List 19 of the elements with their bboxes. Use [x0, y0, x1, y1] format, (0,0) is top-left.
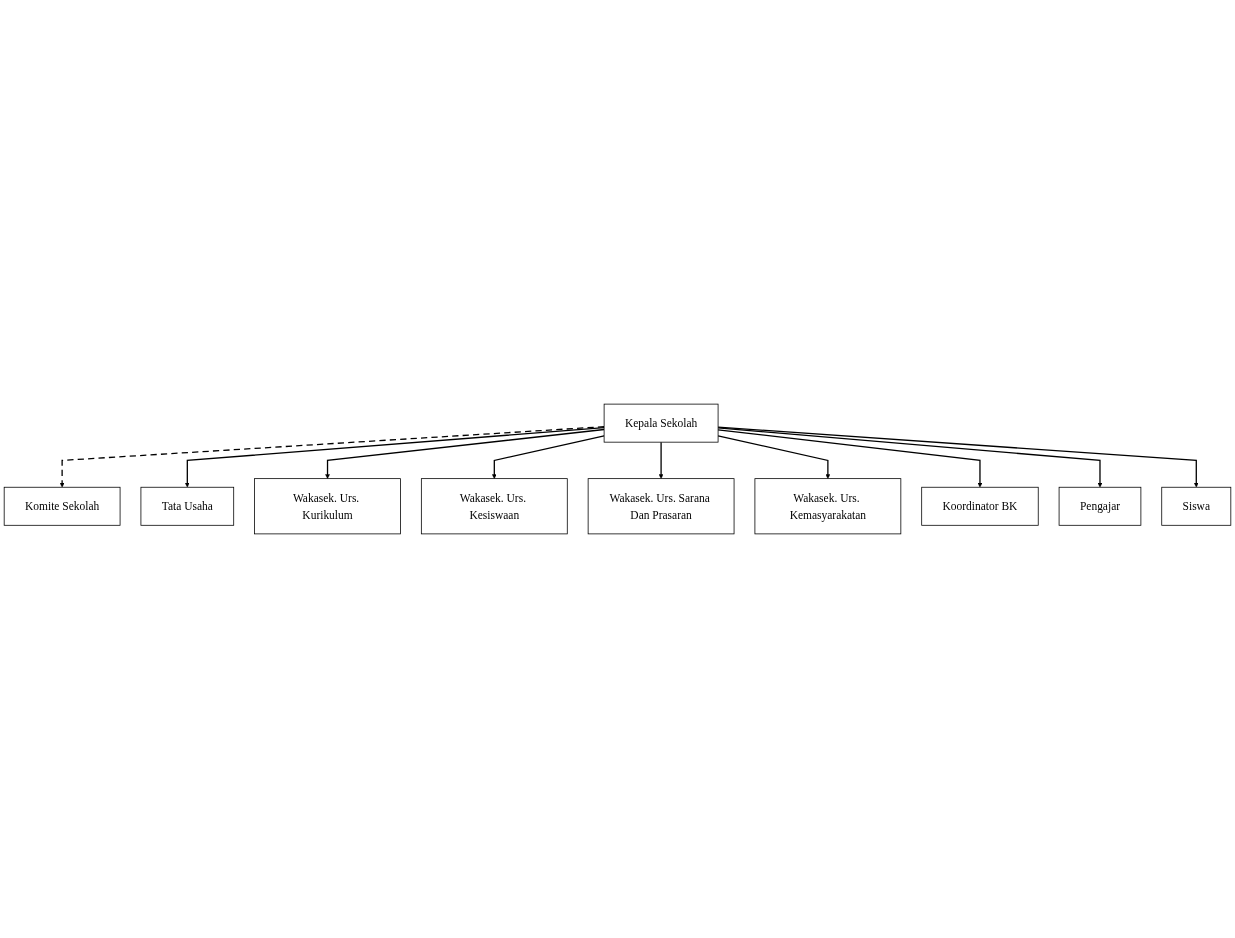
arrow: [59, 426, 605, 488]
node-box: Tata Usaha: [140, 486, 235, 526]
arrow: [492, 435, 605, 479]
arrow: [185, 426, 605, 488]
arrow: [717, 435, 831, 479]
node-box: Komite Sekolah: [3, 486, 121, 526]
node-box: Wakasek. Urs. Kesiswaan: [420, 478, 568, 535]
arrow: [658, 441, 664, 479]
arrow: [717, 426, 1199, 488]
arrow: [717, 427, 1103, 488]
node-box: Koordinator BK: [921, 486, 1039, 526]
node-box: Siswa: [1161, 486, 1232, 526]
node-box: Pengajar: [1058, 486, 1142, 526]
arrow: [325, 428, 605, 479]
node-box: Kepala Sekolah: [603, 403, 719, 443]
node-box: Wakasek. Urs. Sarana Dan Prasaran: [587, 478, 735, 535]
arrow: [717, 429, 983, 488]
node-box: Wakasek. Urs. Kemasyarakatan: [754, 478, 902, 535]
node-box: Wakasek. Urs. Kurikulum: [254, 478, 401, 535]
